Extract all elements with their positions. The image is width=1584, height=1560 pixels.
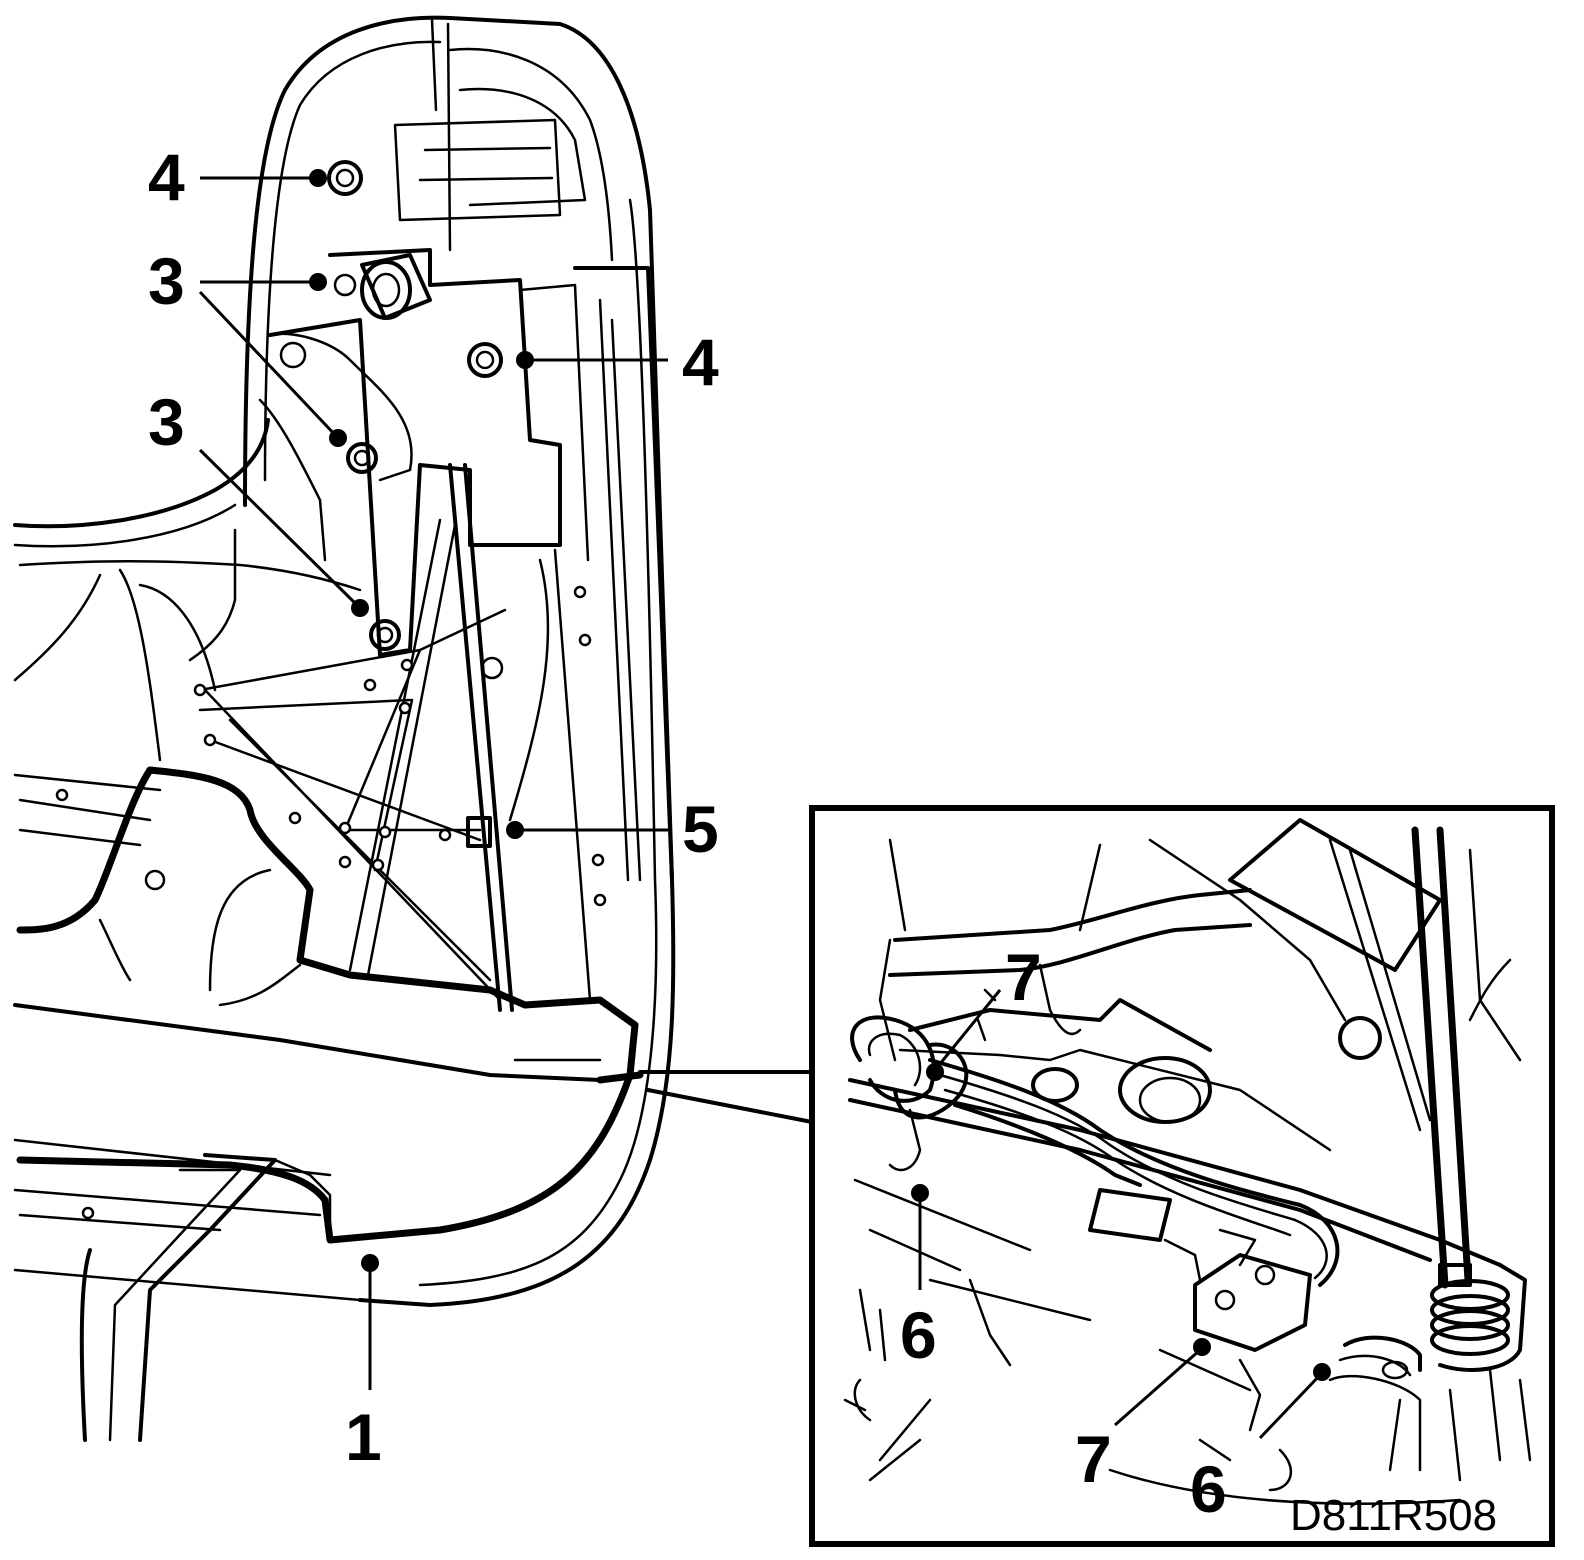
callout-7-lower: 7 [1075,1422,1112,1496]
callout-4-upper: 4 [148,140,185,214]
leader-dots-main [309,169,534,1272]
clip-5 [466,816,492,848]
nut-4-upper [327,160,363,196]
callout-1: 1 [345,1400,382,1474]
leader-dots-inset [911,1063,1331,1381]
leaders-inset [918,989,1322,1440]
nut-3-middle [346,442,378,474]
callout-3-lower: 3 [148,385,185,459]
inset-detail [809,805,1555,1547]
callout-4-right: 4 [682,325,719,399]
callout-5: 5 [682,792,719,866]
nut-4-right [467,342,503,378]
leaders-main [198,176,668,1390]
door-assembly-drawing [13,15,814,1442]
pulley-coil [1430,1263,1527,1372]
callout-6-right: 6 [1190,1452,1227,1526]
figure-code: D811R508 [1290,1491,1497,1540]
callout-3-upper: 3 [148,244,185,318]
callout-6-left: 6 [900,1298,937,1372]
callout-7-upper: 7 [1005,940,1042,1014]
nut-3-lower [369,619,401,651]
roller-3-upper [333,253,432,320]
